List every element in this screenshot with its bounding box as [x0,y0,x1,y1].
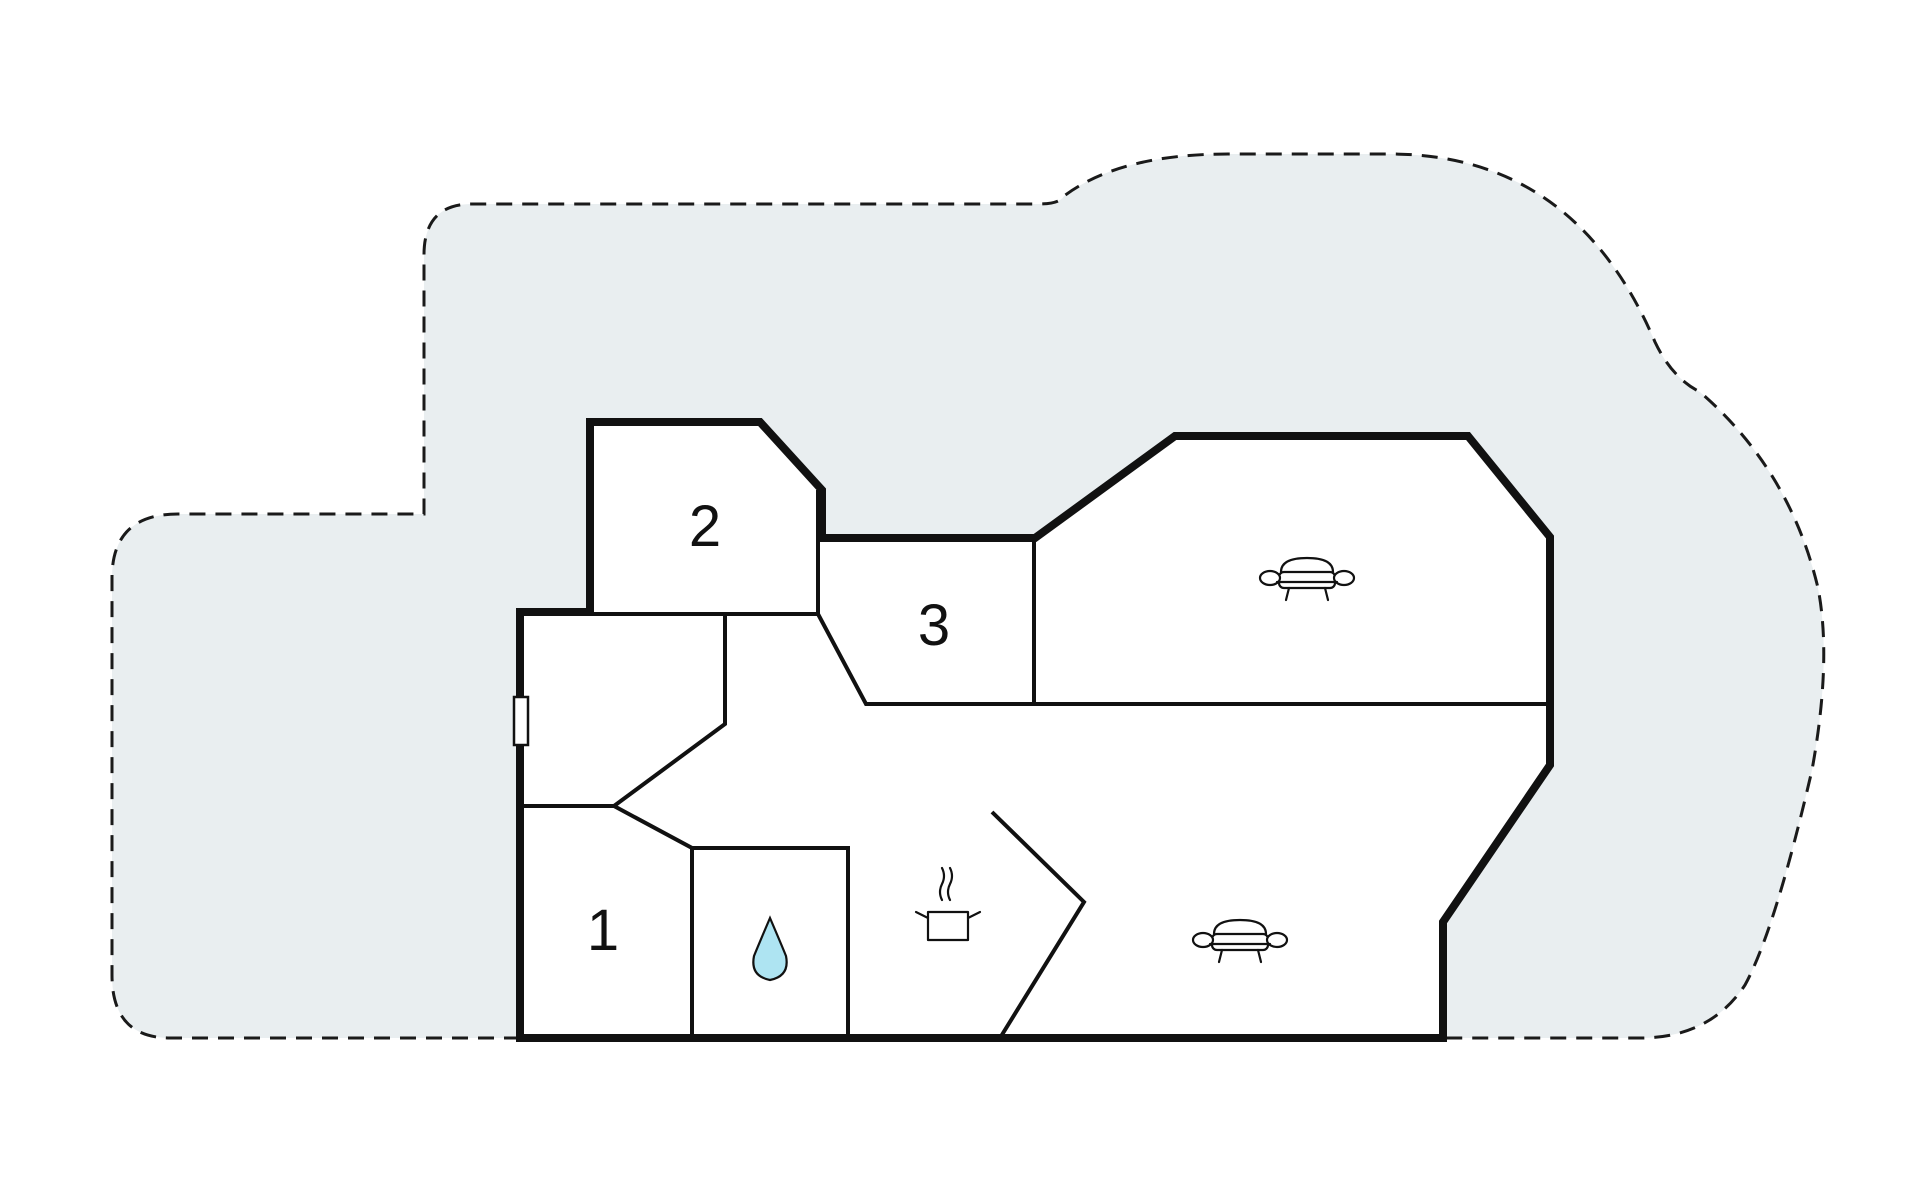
wall-bathroom [692,846,850,1038]
water-drop-icon [752,915,788,982]
room-label-bedroom-3: 3 [918,593,950,658]
interior-walls [520,490,1548,1040]
exterior-walls [516,418,1554,1042]
wall-hall-closet [520,614,727,808]
sofa-icon [1191,918,1289,964]
sofa-icon [1258,556,1356,602]
wall-kitchen [990,810,1087,1040]
entrance-door [512,695,530,747]
room-label-bedroom-1: 1 [587,898,619,963]
room-label-bedroom-2: 2 [689,494,721,559]
wall-bedroom-3-bottom [816,613,1548,706]
cooking-pot-icon [914,866,982,942]
